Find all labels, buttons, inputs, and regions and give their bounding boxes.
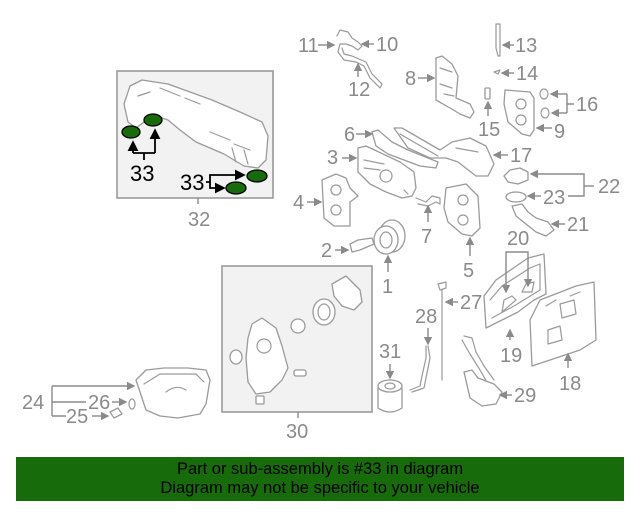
callout-15[interactable]: 15	[478, 119, 500, 141]
callout-2[interactable]: 2	[321, 240, 332, 262]
bracket-7: 7	[415, 195, 441, 248]
callout-22[interactable]: 22	[598, 176, 620, 198]
callout-4[interactable]: 4	[293, 192, 304, 214]
dipstick-27: 27	[437, 281, 482, 381]
callout-31[interactable]: 31	[379, 341, 401, 363]
info-banner: Part or sub-assembly is #33 in diagram D…	[16, 457, 624, 501]
callout-13[interactable]: 13	[515, 35, 537, 57]
timing-belt-cover-seals: 11 10 12	[298, 29, 398, 101]
callout-6[interactable]: 6	[344, 124, 355, 146]
timing-belt-17: 17	[393, 127, 532, 177]
belt-cover-4: 4	[293, 173, 359, 227]
oil-pump-group: 30	[221, 265, 373, 443]
callout-17[interactable]: 17	[510, 145, 532, 167]
right-top-parts: 13 14 15 9 16	[478, 23, 598, 143]
gasket-33[interactable]	[143, 113, 163, 127]
timing-cover-8: 8	[405, 55, 475, 119]
callout-11[interactable]: 11	[298, 35, 319, 57]
callout-8[interactable]: 8	[405, 68, 416, 90]
callout-28[interactable]: 28	[415, 306, 437, 328]
callout-7[interactable]: 7	[421, 226, 432, 248]
callout-9[interactable]: 9	[554, 121, 565, 143]
intake-manifold-group: 33 33 32	[116, 70, 274, 231]
gasket-19: 20 19	[483, 228, 547, 367]
banner-line-2: Diagram may not be specific to your vehi…	[160, 479, 480, 497]
callout-27[interactable]: 27	[460, 292, 482, 314]
callout-21[interactable]: 21	[567, 214, 589, 236]
callout-24[interactable]: 24	[22, 392, 44, 414]
callout-3[interactable]: 3	[327, 147, 338, 169]
belt-cover-3: 3	[327, 145, 417, 199]
gasket-33[interactable]	[121, 125, 141, 139]
belt-cover-5: 5	[443, 183, 481, 282]
idler-pulley-1: 1	[373, 219, 406, 298]
callout-32[interactable]: 32	[188, 209, 210, 231]
callout-10[interactable]: 10	[376, 34, 398, 56]
gasket-33[interactable]	[246, 169, 268, 183]
bolt-2: 2	[321, 237, 375, 262]
belt-cover-6: 6	[344, 124, 439, 169]
dipstick-tube-28: 28	[409, 306, 437, 393]
callout-14[interactable]: 14	[516, 63, 538, 85]
banner-line-1: Part or sub-assembly is #33 in diagram	[176, 460, 464, 478]
callout-1[interactable]: 1	[382, 276, 393, 298]
callout-16[interactable]: 16	[576, 94, 598, 116]
callout-19[interactable]: 19	[500, 345, 522, 367]
callout-18[interactable]: 18	[559, 373, 581, 395]
callout-29[interactable]: 29	[514, 385, 536, 407]
callout-5[interactable]: 5	[463, 260, 474, 282]
oil-filter-31: 31	[377, 341, 403, 413]
callout-33[interactable]: 33	[130, 161, 154, 186]
callout-33[interactable]: 33	[180, 170, 204, 195]
parts-diagram: 33 33 32 11 10 12 8 13 14 15	[22, 23, 620, 443]
oil-strainer-29: 29	[461, 335, 536, 407]
oil-pan-upper-18: 18	[529, 281, 597, 395]
callout-25[interactable]: 25	[66, 406, 88, 428]
callout-12[interactable]: 12	[348, 79, 370, 101]
gasket-33[interactable]	[225, 181, 247, 195]
oil-pan-24: 24 26 25	[22, 367, 211, 428]
callout-23[interactable]: 23	[543, 187, 565, 209]
callout-26[interactable]: 26	[88, 392, 110, 414]
callout-30[interactable]: 30	[286, 421, 308, 443]
oil-filler-parts: 23 22 21	[503, 167, 620, 237]
callout-20[interactable]: 20	[507, 228, 529, 250]
